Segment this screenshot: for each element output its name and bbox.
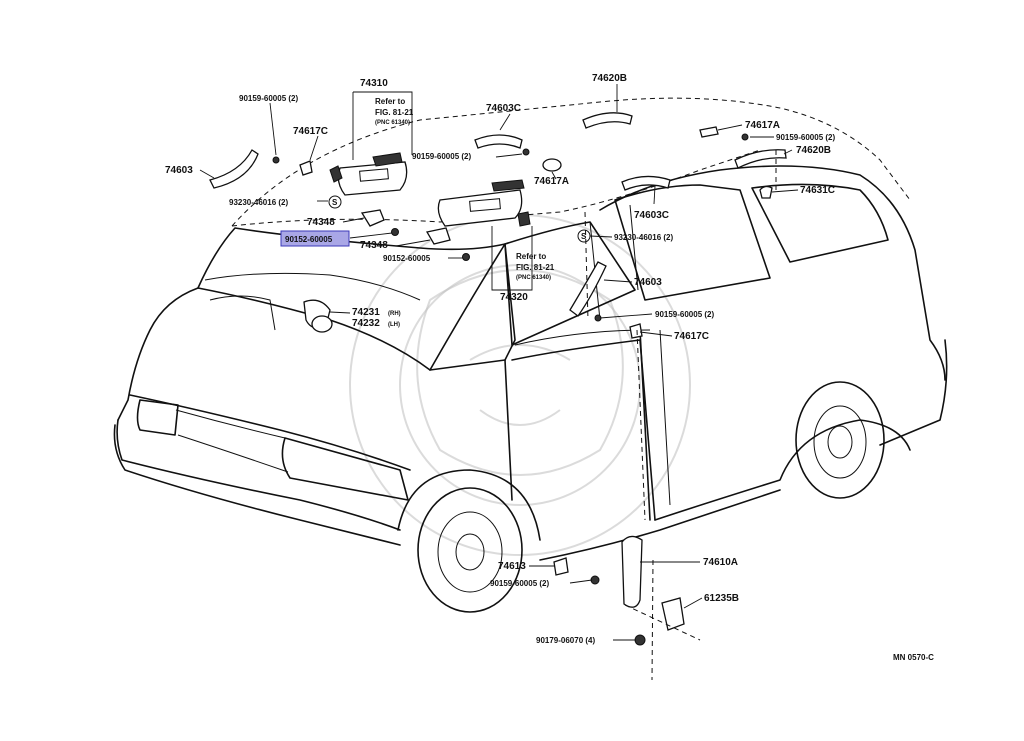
assist-grip-74603C-right	[621, 175, 671, 191]
label-fig-top: FIG. 81-21	[375, 108, 414, 117]
callout-labels: 74310 Refer to FIG. 81-21 (PNC 61340) 74…	[165, 73, 934, 662]
label-74348-b: 74348	[360, 240, 388, 251]
s-marks: S S	[328, 195, 591, 243]
assist-grip-74603-right	[569, 261, 607, 317]
label-93230-left: 93230-46016 (2)	[229, 198, 288, 207]
label-74613: 74613	[498, 561, 526, 572]
label-74617C-right: 74617C	[674, 331, 709, 342]
label-74603C-right: 74603C	[634, 210, 669, 221]
label-90179: 90179-06070 (4)	[536, 636, 595, 645]
label-74603-right: 74603	[634, 277, 662, 288]
label-74631C: 74631C	[800, 185, 835, 196]
label-fig-mid: FIG. 81-21	[516, 263, 555, 272]
sun-visor-right	[437, 189, 523, 227]
label-74348-a: 74348	[307, 217, 335, 228]
label-74320: 74320	[500, 292, 528, 303]
label-93230-right: 93230-46016 (2)	[614, 233, 673, 242]
bracket-61235B	[661, 597, 685, 631]
label-refer-mid: Refer to	[516, 252, 546, 261]
label-90159-c: 90159-60005 (2)	[776, 133, 835, 142]
label-90159-d: 90159-60005 (2)	[655, 310, 714, 319]
highlighted-part-box[interactable]	[280, 230, 350, 247]
assist-grip-74603C-top	[474, 134, 523, 149]
svg-text:S: S	[332, 198, 338, 207]
label-74610A: 74610A	[703, 557, 738, 568]
label-74231-suffix: (RH)	[388, 311, 401, 317]
label-61235B: 61235B	[704, 593, 739, 604]
label-pnc-mid: (PNC 61340)	[516, 275, 551, 281]
label-90159-b: 90159-60005 (2)	[412, 152, 471, 161]
label-pnc-top: (PNC 61340)	[375, 120, 410, 126]
assist-grip-74603-left	[209, 149, 259, 189]
label-74603-left: 74603	[165, 165, 193, 176]
label-74310: 74310	[360, 78, 388, 89]
label-90152-b: 90152-60005	[383, 254, 431, 263]
label-74617A-mid: 74617A	[534, 176, 569, 187]
label-74620B-top: 74620B	[592, 73, 627, 84]
label-74617A-top: 74617A	[745, 120, 780, 131]
label-74232: 74232	[352, 318, 380, 329]
assist-grip-74620B-top	[582, 112, 633, 129]
leaders	[199, 84, 799, 641]
parts	[209, 112, 787, 681]
label-74603C-top: 74603C	[486, 103, 521, 114]
label-90159-a: 90159-60005 (2)	[239, 94, 298, 103]
label-74620B-right: 74620B	[796, 145, 831, 156]
label-74232-suffix: (LH)	[388, 322, 400, 328]
label-74617C-left: 74617C	[293, 126, 328, 137]
svg-text:S: S	[581, 232, 587, 241]
sun-visor-left	[337, 161, 408, 196]
label-90159-e: 90159-60005 (2)	[490, 579, 549, 588]
label-90152-highlight[interactable]: 90152-60005	[285, 235, 333, 244]
label-74231: 74231	[352, 307, 380, 318]
diagram-code: MN 0570-C	[893, 653, 934, 662]
assist-grip-74610A	[621, 535, 643, 608]
label-refer-top: Refer to	[375, 97, 405, 106]
